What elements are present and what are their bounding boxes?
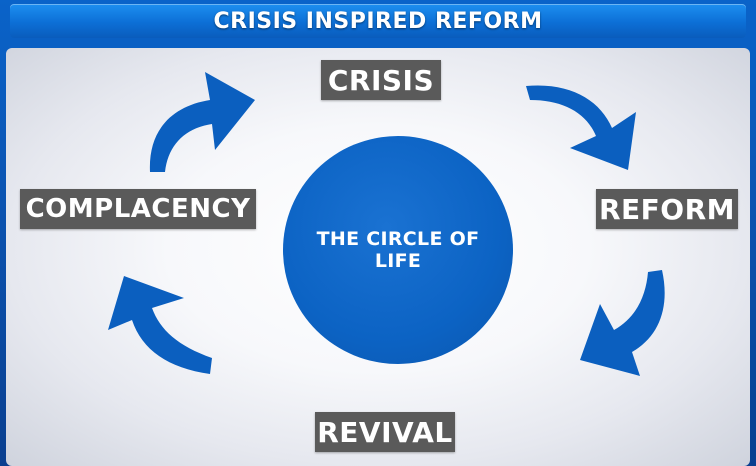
arrow-crisis-to-reform-icon <box>526 85 636 170</box>
arrow-complacency-to-crisis-icon <box>149 72 255 172</box>
stage-label-crisis: CRISIS <box>321 60 441 100</box>
stage-label-complacency: COMPLACENCY <box>20 189 256 229</box>
center-circle: THE CIRCLE OF LIFE <box>283 136 513 364</box>
arrow-reform-to-revival-icon <box>580 270 665 376</box>
slide-title: CRISIS INSPIRED REFORM <box>213 8 543 34</box>
title-bar: CRISIS INSPIRED REFORM <box>10 4 746 38</box>
stage-label-reform: REFORM <box>596 189 738 229</box>
arrow-revival-to-complacency-icon <box>108 276 212 374</box>
center-circle-label: THE CIRCLE OF LIFE <box>316 228 480 272</box>
stage-label-revival: REVIVAL <box>315 412 455 452</box>
